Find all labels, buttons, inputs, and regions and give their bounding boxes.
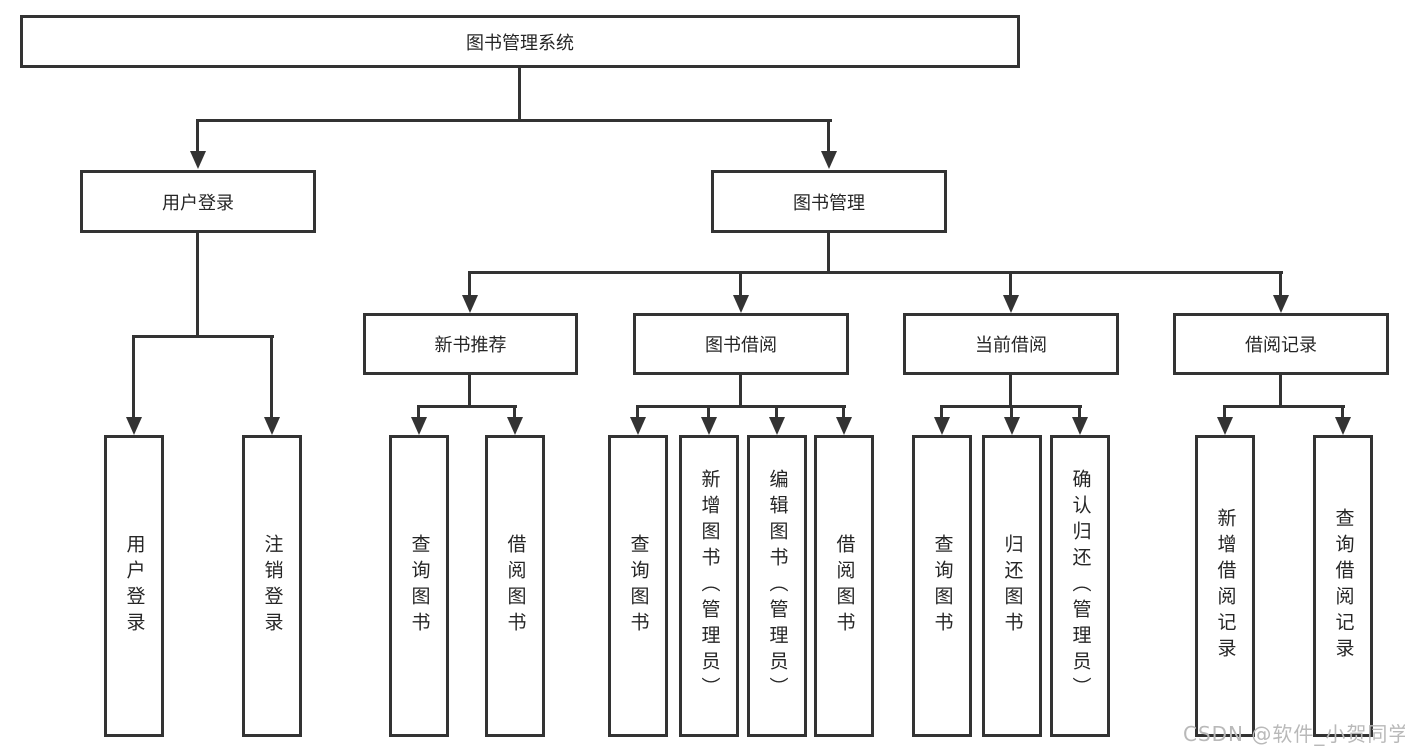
connector-line [940, 405, 943, 419]
node-label: 图书管理系统 [466, 32, 574, 54]
connector-line [1223, 405, 1226, 419]
connector-line [739, 375, 742, 407]
leaf-borrow-books-borrowing: 借阅图书 [814, 435, 874, 737]
node-label: 注销登录 [261, 534, 284, 638]
connector-line [636, 405, 639, 419]
leaf-add-book-admin: 新增图书（管理员） [679, 435, 739, 737]
connector-line [196, 119, 832, 122]
node-label: 编辑图书（管理员） [766, 469, 789, 703]
leaf-query-books-current: 查询图书 [912, 435, 972, 737]
arrow-down-icon [836, 417, 852, 435]
node-label: 用户登录 [123, 534, 146, 638]
node-label: 当前借阅 [975, 335, 1047, 356]
connector-line [469, 271, 1283, 274]
node-label: 确认归还（管理员） [1069, 469, 1092, 703]
node-label: 借阅图书 [833, 534, 856, 638]
connector-line [739, 271, 742, 297]
node-label: 查询图书 [408, 534, 431, 638]
connector-line [1010, 405, 1013, 419]
leaf-query-borrow-record: 查询借阅记录 [1313, 435, 1373, 737]
arrow-down-icon [411, 417, 427, 435]
node-label: 图书借阅 [705, 335, 777, 356]
connector-line [196, 119, 199, 153]
node-label: 新增图书（管理员） [698, 469, 721, 703]
connector-line [1009, 271, 1012, 297]
arrow-down-icon [1004, 417, 1020, 435]
connector-line [132, 335, 135, 418]
connector-line [636, 405, 846, 408]
connector-line [1223, 405, 1345, 408]
node-borrowing-records: 借阅记录 [1173, 313, 1389, 375]
leaf-add-borrow-record: 新增借阅记录 [1195, 435, 1255, 737]
arrow-down-icon [1217, 417, 1233, 435]
arrow-down-icon [1003, 295, 1019, 313]
node-label: 查询图书 [627, 534, 650, 638]
csdn-watermark: CSDN @软件_小贺同学 [1183, 722, 1405, 746]
arrow-down-icon [1072, 417, 1088, 435]
connector-line [1341, 405, 1344, 419]
connector-line [1009, 375, 1012, 407]
connector-line [417, 405, 517, 408]
node-user-login: 用户登录 [80, 170, 316, 233]
node-label: 图书管理 [793, 192, 865, 214]
node-label: 新书推荐 [434, 335, 507, 356]
arrow-down-icon [630, 417, 646, 435]
arrow-down-icon [462, 295, 478, 313]
connector-line [518, 68, 521, 121]
connector-line [468, 375, 471, 407]
leaf-user-login: 用户登录 [104, 435, 164, 737]
connector-line [513, 405, 516, 419]
leaf-return-book: 归还图书 [982, 435, 1042, 737]
node-label: 查询借阅记录 [1332, 508, 1355, 664]
connector-line [196, 233, 199, 337]
leaf-borrow-books-recommend: 借阅图书 [485, 435, 545, 737]
node-label: 新增借阅记录 [1214, 508, 1237, 664]
leaf-logout: 注销登录 [242, 435, 302, 737]
node-label: 归还图书 [1001, 534, 1024, 638]
node-label: 用户登录 [162, 192, 234, 214]
arrow-down-icon [1273, 295, 1289, 313]
arrow-down-icon [190, 151, 206, 169]
node-library-management-system: 图书管理系统 [20, 15, 1020, 68]
connector-line [827, 233, 830, 273]
node-label: 查询图书 [931, 534, 954, 638]
leaf-edit-book-admin: 编辑图书（管理员） [747, 435, 807, 737]
connector-line [270, 335, 273, 418]
connector-line [775, 405, 778, 419]
arrow-down-icon [821, 151, 837, 169]
node-label: 借阅图书 [504, 534, 527, 638]
arrow-down-icon [769, 417, 785, 435]
arrow-down-icon [1335, 417, 1351, 435]
connector-line [1279, 375, 1282, 407]
arrow-down-icon [507, 417, 523, 435]
arrow-down-icon [733, 295, 749, 313]
node-book-borrowing: 图书借阅 [633, 313, 849, 375]
connector-line [842, 405, 845, 419]
node-book-management: 图书管理 [711, 170, 947, 233]
connector-line [1078, 405, 1081, 419]
leaf-query-books-borrowing: 查询图书 [608, 435, 668, 737]
leaf-query-books-recommend: 查询图书 [389, 435, 449, 737]
connector-line [468, 271, 471, 297]
arrow-down-icon [934, 417, 950, 435]
connector-line [1279, 271, 1282, 297]
node-new-book-recommendation: 新书推荐 [363, 313, 578, 375]
node-label: 借阅记录 [1245, 335, 1317, 356]
arrow-down-icon [126, 417, 142, 435]
connector-line [827, 119, 830, 153]
connector-line [707, 405, 710, 419]
connector-line [417, 405, 420, 419]
arrow-down-icon [701, 417, 717, 435]
arrow-down-icon [264, 417, 280, 435]
node-current-borrowing: 当前借阅 [903, 313, 1119, 375]
leaf-confirm-return-admin: 确认归还（管理员） [1050, 435, 1110, 737]
connector-line [132, 335, 274, 338]
